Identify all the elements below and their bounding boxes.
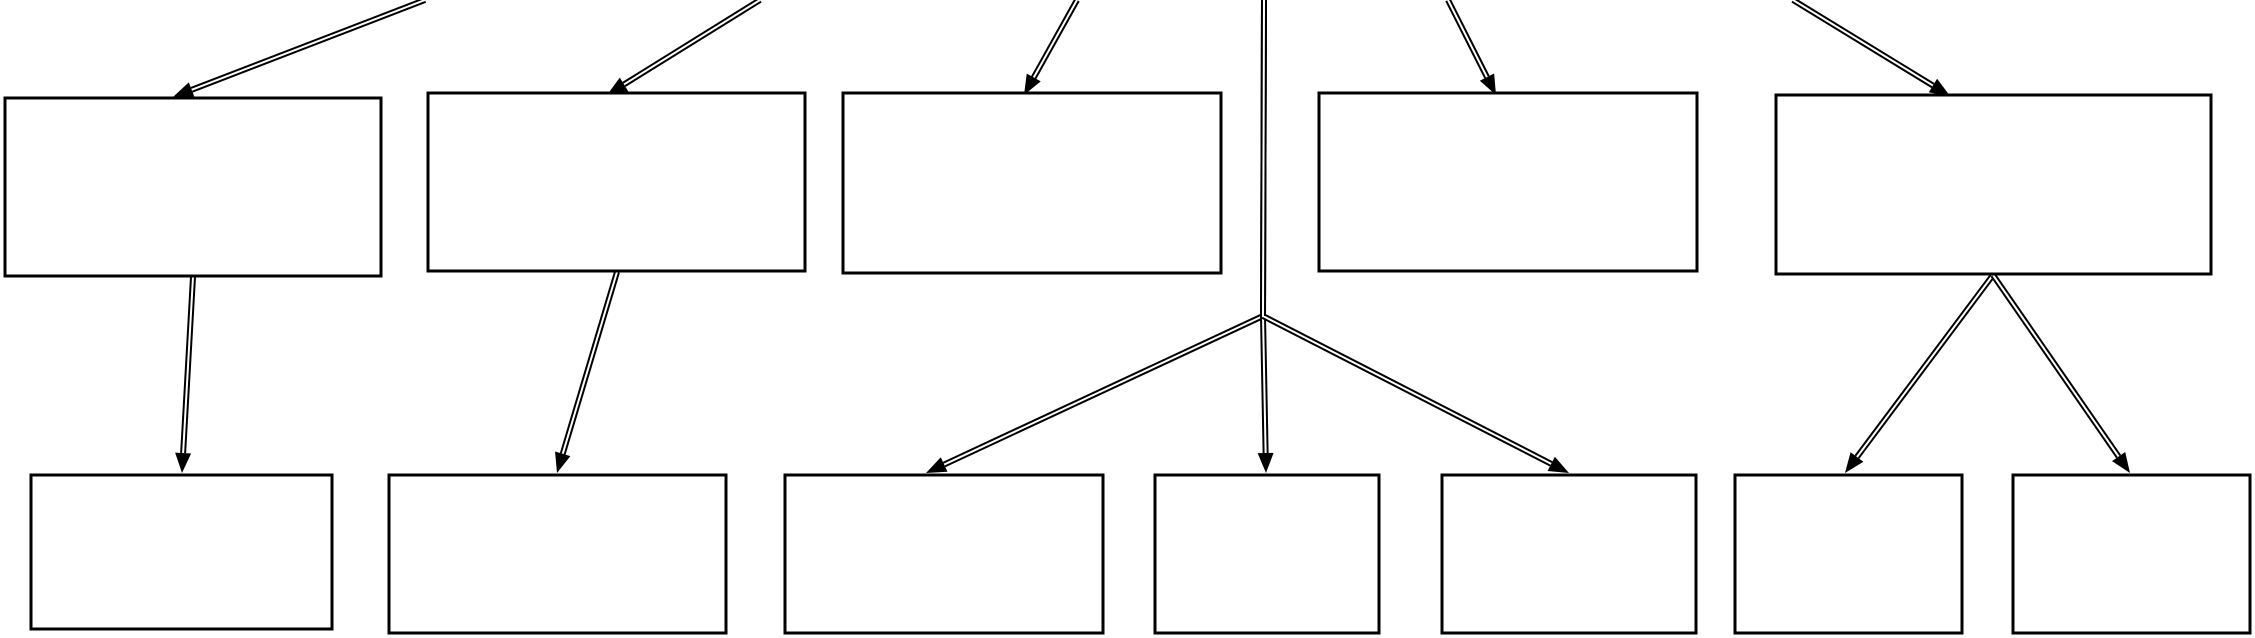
node-box — [783, 473, 1105, 635]
edge-connector-11 — [1261, 313, 1569, 473]
edge-line-gap — [1262, 0, 1265, 317]
node-bottom-3 — [783, 473, 1105, 635]
edge-line-gap — [191, 0, 426, 91]
edge-line-gap — [1856, 274, 1994, 458]
nodes-layer — [3, 91, 2252, 635]
node-box — [1153, 473, 1381, 635]
arrowhead-icon — [2112, 452, 2130, 473]
edge-line-gap — [1792, 0, 1934, 87]
node-box — [426, 91, 807, 273]
node-box — [1774, 93, 2213, 276]
node-top-1 — [3, 96, 383, 278]
edge-connector-3 — [1024, 0, 1080, 95]
edges-layer — [173, 0, 2130, 473]
node-top-2 — [426, 91, 807, 273]
edge-connector-13 — [1990, 273, 2130, 473]
edge-connector-9 — [926, 313, 1265, 473]
arrowhead-icon — [607, 77, 629, 95]
edge-connector-4 — [1445, 0, 1496, 95]
node-bottom-7 — [2011, 473, 2252, 635]
arrowhead-icon — [926, 457, 948, 473]
edge-connector-1 — [173, 0, 427, 98]
edge-line-gap — [1992, 274, 2120, 458]
arrowhead-icon — [1479, 73, 1496, 95]
node-top-4 — [1317, 91, 1699, 273]
arrowhead-icon — [1257, 452, 1274, 473]
arrowhead-icon — [175, 452, 192, 473]
edge-line-gap — [561, 271, 618, 455]
edge-connector-12 — [1845, 273, 1996, 473]
edge-line-gap — [1262, 315, 1267, 454]
arrowhead-icon — [555, 451, 571, 473]
node-bottom-2 — [387, 473, 728, 635]
arrowhead-icon — [1845, 452, 1864, 473]
node-box — [387, 473, 728, 635]
edge-line-gap — [1262, 315, 1552, 465]
node-box — [1440, 473, 1698, 635]
edge-line-gap — [182, 276, 194, 454]
arrowhead-icon — [1928, 78, 1950, 96]
node-box — [3, 96, 383, 278]
node-bottom-4 — [1153, 473, 1381, 635]
edge-connector-5 — [1791, 0, 1950, 96]
edge-connector-2 — [607, 0, 762, 95]
edge-line-gap — [1447, 0, 1488, 78]
edge-line-gap — [623, 0, 761, 86]
node-box — [841, 91, 1223, 275]
node-top-5 — [1774, 93, 2213, 276]
node-bottom-5 — [1440, 473, 1698, 635]
edge-connector-7 — [175, 276, 196, 473]
arrowhead-icon — [173, 82, 195, 98]
node-box — [29, 473, 334, 631]
node-box — [2011, 473, 2252, 635]
edge-line-gap — [943, 315, 1264, 466]
edge-connector-10 — [1257, 315, 1274, 473]
edge-line-gap — [1032, 0, 1078, 79]
node-box — [1317, 91, 1699, 273]
arrowhead-icon — [1024, 73, 1041, 95]
arrowhead-icon — [1547, 456, 1569, 473]
edge-connector-8 — [555, 271, 620, 473]
edge-connector-vertical-trunk — [1260, 0, 1267, 317]
node-bottom-1 — [29, 473, 334, 631]
node-top-3 — [841, 91, 1223, 275]
node-bottom-6 — [1733, 473, 1964, 635]
node-box — [1733, 473, 1964, 635]
